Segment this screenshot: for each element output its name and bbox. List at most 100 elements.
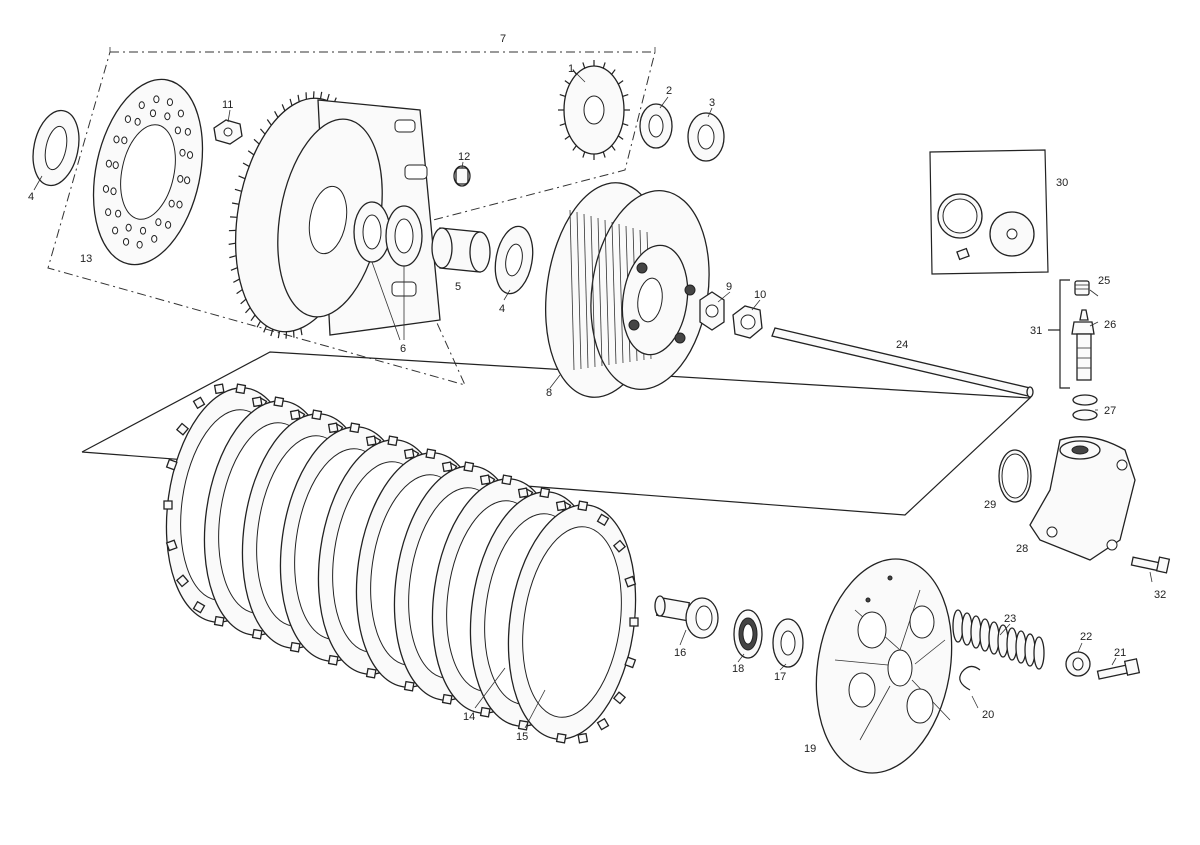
callout-25: 25 <box>1098 275 1110 287</box>
disc-hole <box>155 218 162 227</box>
hub-spline <box>604 219 610 366</box>
callout-29: 29 <box>984 499 996 511</box>
plate-tab <box>577 732 589 744</box>
gear-tooth <box>559 93 566 97</box>
plate-tab <box>289 409 301 421</box>
callout-1: 1 <box>568 63 574 75</box>
gear-tooth <box>572 69 577 75</box>
gear-tooth <box>582 62 586 69</box>
gear-tooth <box>234 188 242 192</box>
callout-16: 16 <box>674 647 686 659</box>
disc-hole <box>149 109 157 118</box>
plate-tab <box>327 422 339 434</box>
plate-tab <box>165 539 178 552</box>
plate-tab <box>403 680 415 692</box>
hub-spline <box>611 221 617 365</box>
hub-spline <box>590 215 596 368</box>
gear-tooth <box>231 202 240 205</box>
callout-4-left: 4 <box>28 191 34 203</box>
plate-tab <box>365 435 377 447</box>
plate-tab <box>349 422 361 434</box>
perforated-disc-13 <box>92 78 204 266</box>
spring-cup-22 <box>1065 651 1091 677</box>
lock-tab-11 <box>213 119 243 145</box>
gear-tooth <box>602 151 606 158</box>
gear-tooth <box>230 267 238 271</box>
callout-7: 7 <box>500 33 506 45</box>
disc-hole <box>151 234 158 243</box>
plate-tab <box>165 458 178 471</box>
disc-hole <box>105 159 112 168</box>
washer-17 <box>772 618 804 668</box>
gear-tooth <box>564 135 571 140</box>
gear-tooth <box>263 325 267 333</box>
washer-2 <box>639 103 673 149</box>
callout-30: 30 <box>1056 177 1068 189</box>
bracket-31 <box>1048 279 1070 389</box>
hub-spline <box>618 223 624 364</box>
disc-hole <box>177 109 184 118</box>
callout-labels: 1 2 3 4 4 5 6 7 8 9 10 11 12 13 14 15 16… <box>28 33 1166 755</box>
disc-hole <box>134 117 141 126</box>
gear-tooth <box>253 138 260 145</box>
plate-tab <box>612 691 627 705</box>
pin-12 <box>453 165 471 187</box>
gear-tooth <box>622 123 629 127</box>
plate-tab <box>555 732 567 744</box>
gear-tooth <box>300 328 303 336</box>
plate-tab <box>555 500 567 512</box>
inner-hub-8 <box>544 182 710 398</box>
callout-6: 6 <box>400 343 406 355</box>
plate-tab <box>192 600 206 614</box>
nut-10 <box>732 305 763 339</box>
plate-tab <box>192 396 206 410</box>
plate-tab <box>235 383 247 395</box>
plate-tab <box>213 383 225 395</box>
plate-tab <box>596 717 610 731</box>
callout-10: 10 <box>754 289 766 301</box>
gear-tooth <box>242 162 250 167</box>
gear-tooth <box>274 110 279 118</box>
gear-tooth <box>240 298 247 305</box>
push-rod-24 <box>771 327 1034 398</box>
gear-tooth <box>289 98 293 106</box>
hub-spline <box>583 213 589 369</box>
gear-tooth <box>256 320 262 328</box>
disc-hole <box>153 95 160 104</box>
callout-12: 12 <box>458 151 470 163</box>
disc-hole <box>136 240 143 249</box>
gear-tooth <box>236 289 243 295</box>
washer-3 <box>687 112 725 162</box>
thrust-bearing-18 <box>733 609 763 659</box>
disc-hole <box>164 220 172 229</box>
plate-tab <box>624 656 637 669</box>
disc-hole <box>176 200 183 209</box>
callout-31: 31 <box>1030 325 1042 337</box>
plate-tab <box>539 487 551 499</box>
gear-tooth <box>582 151 586 158</box>
gear-tooth <box>259 128 266 135</box>
callout-20: 20 <box>982 709 994 721</box>
disc-hole <box>102 185 110 193</box>
callout-14: 14 <box>463 711 475 723</box>
bleeder-screw-26 <box>1071 309 1095 381</box>
plate-tab <box>251 628 263 640</box>
callout-8: 8 <box>546 387 552 399</box>
gear-tooth <box>602 62 606 69</box>
plate-tab <box>175 574 190 588</box>
callout-11: 11 <box>222 99 233 111</box>
plate-tab <box>163 500 173 510</box>
disc-hole <box>184 176 191 185</box>
leader-lines <box>33 71 1153 729</box>
plate-tab <box>175 422 190 436</box>
plate-tab <box>596 513 610 527</box>
plate-tab <box>629 617 639 627</box>
callout-24: 24 <box>896 339 908 351</box>
gear-tooth <box>297 94 300 102</box>
gear-1 <box>558 60 630 160</box>
plate-inner <box>522 526 622 718</box>
release-bearing-holder-16 <box>654 595 719 639</box>
disc-hole <box>124 115 132 124</box>
gear-tooth <box>326 93 330 101</box>
gear-tooth <box>564 80 571 85</box>
